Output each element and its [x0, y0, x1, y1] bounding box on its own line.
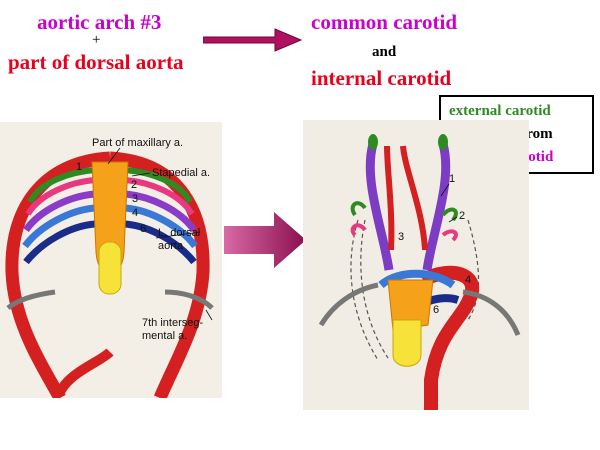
arch-number-4: 4 — [132, 207, 138, 219]
regressed-vessel-left-2 — [360, 219, 389, 359]
truncus-right — [392, 319, 422, 367]
right-arch-number-2: 2 — [459, 210, 465, 222]
truncus-arteriosus — [98, 241, 122, 295]
arch-1-remnant-left — [350, 201, 367, 217]
right-arch-1-leader — [440, 183, 450, 197]
maxillary-artery-label: Part of maxillary a. — [92, 137, 183, 149]
left-internal-carotid — [365, 142, 394, 271]
right-subclavian — [318, 282, 379, 327]
right-arrow-icon — [203, 28, 303, 52]
plus-sign: + — [92, 32, 101, 48]
interseg-label-2: mental a. — [142, 330, 187, 342]
intersegmental-artery — [164, 289, 214, 310]
arch-2-remnant-left — [350, 223, 367, 237]
right-cap — [438, 134, 448, 150]
dorsal-aorta-leader — [155, 231, 201, 239]
right-diagram-background — [303, 120, 529, 410]
l-dorsal-label: L. dorsal — [158, 227, 200, 239]
arch-4-left — [22, 204, 96, 249]
interseg-leader — [205, 309, 213, 321]
arch-3-right — [124, 190, 197, 233]
arch-number-1: 1 — [76, 161, 82, 173]
stapedial-leader — [131, 172, 151, 177]
right-arch-number-1: 1 — [449, 173, 455, 185]
aortic-sac-right — [387, 279, 434, 331]
and-label: and — [372, 44, 397, 60]
common-carotid-label: common carotid — [311, 10, 458, 34]
arch-3-left — [23, 190, 96, 233]
left-embryo-diagram: Part of maxillary a. Stapedial a. L. dor… — [0, 122, 222, 398]
arch-2-left — [25, 177, 96, 216]
regressed-vessel-right — [467, 219, 480, 321]
regressed-vessel-left — [350, 219, 379, 361]
right-embryo-diagram: 1 2 3 4 6 — [303, 120, 529, 410]
right-arch-number-4: 4 — [465, 274, 471, 286]
dorsal-aorta-label: part of dorsal aorta — [8, 50, 184, 74]
arch-2-right — [124, 177, 195, 216]
arch-number-2: 2 — [131, 179, 137, 191]
left-cap — [368, 134, 378, 150]
arch-2-remnant-right — [441, 229, 458, 242]
arch-1-right — [124, 167, 193, 204]
arch-number-6: 6 — [140, 223, 146, 235]
arch-1-left — [27, 167, 96, 204]
arch-number-3: 3 — [132, 193, 138, 205]
arch-1-remnant-right — [441, 207, 458, 222]
right-arch-number-3: 3 — [398, 231, 404, 243]
interseg-label-1: 7th interseg- — [142, 317, 203, 329]
left-subclavian — [462, 289, 521, 336]
aorta-label: aorta — [158, 240, 184, 252]
left-external-carotid — [384, 145, 395, 251]
right-external-carotid — [400, 145, 428, 251]
right-dorsal-aorta — [5, 151, 111, 398]
stapedial-artery-label: Stapedial a. — [152, 167, 210, 179]
right-arch-number-6: 6 — [433, 304, 439, 316]
transition-arrow-icon — [224, 212, 306, 268]
left-dorsal-aorta — [109, 151, 210, 398]
maxillary-leader — [107, 147, 121, 165]
lower-aorta — [55, 348, 114, 395]
intersegmental-artery-right — [6, 289, 56, 311]
right-internal-carotid — [422, 142, 451, 271]
arch-6-left — [23, 220, 96, 265]
external-carotid-text: external carotid — [449, 103, 551, 119]
right-arch-2-leader — [448, 216, 458, 223]
arch-4-right — [124, 204, 198, 249]
internal-carotid-label: internal carotid — [311, 66, 452, 90]
aortic-arch-3-label: aortic arch #3 — [37, 10, 162, 34]
arch-4-derivative — [378, 269, 456, 289]
arch-6-right — [124, 220, 197, 265]
